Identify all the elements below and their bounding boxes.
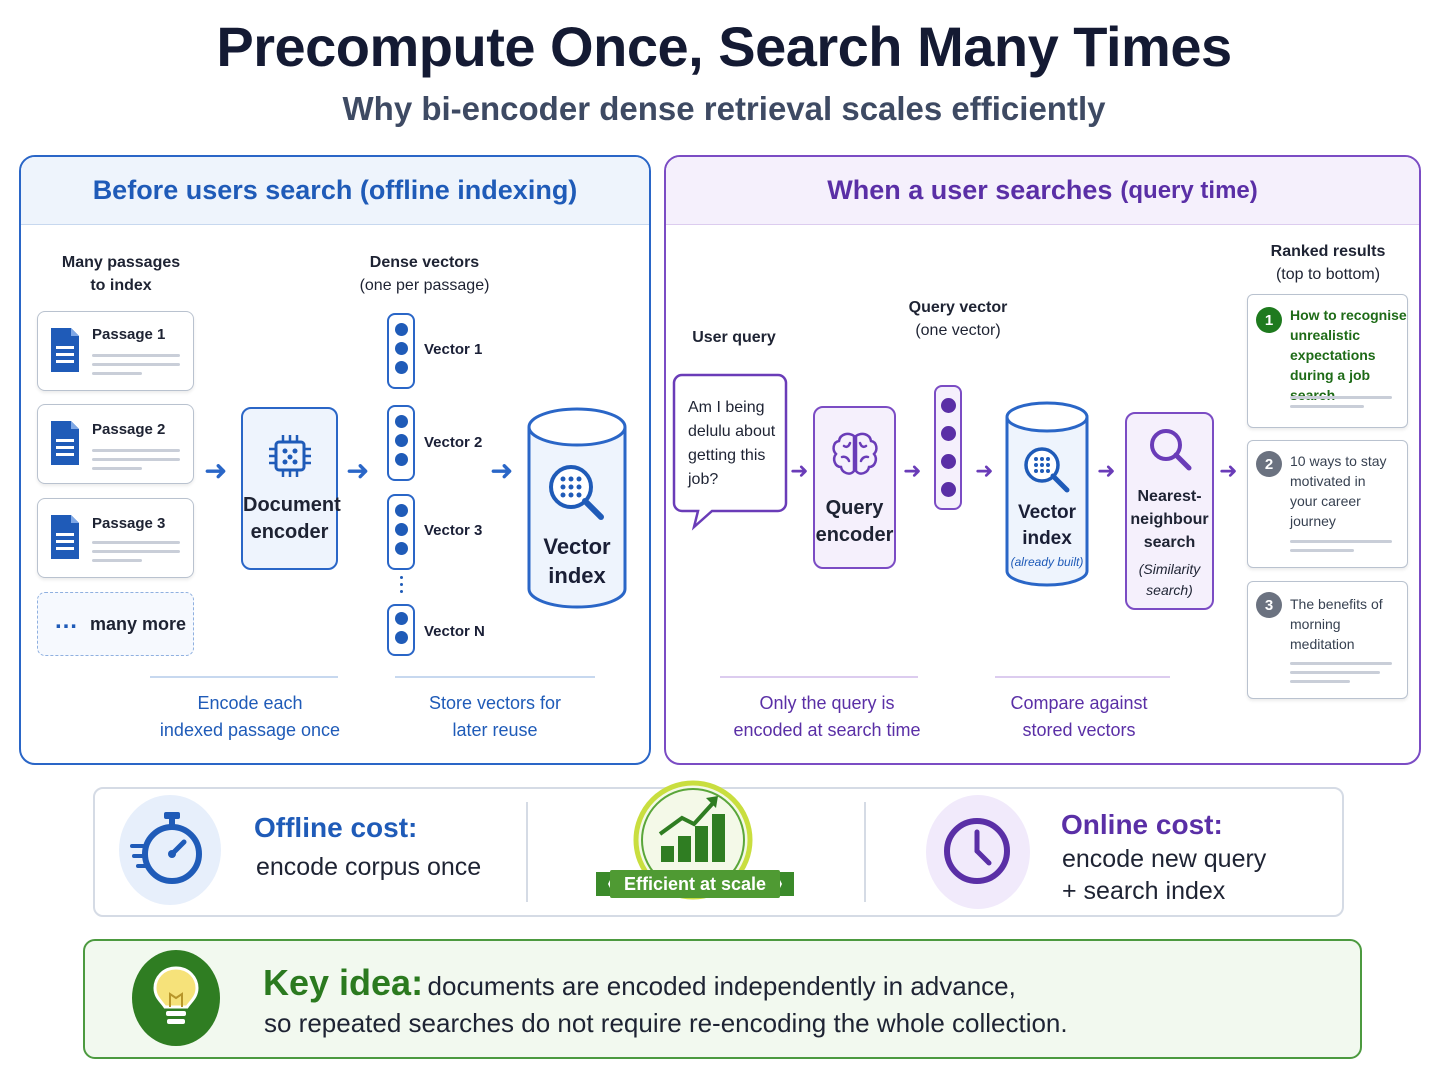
passages-label: Many passages to index	[61, 254, 181, 294]
arrow-right-icon: ➜	[204, 455, 228, 486]
online-cost-title: Online cost:	[1061, 809, 1223, 840]
brain-icon	[831, 432, 878, 475]
ranked-results-label: Ranked results (top to bottom)	[1270, 243, 1386, 283]
vector-index-cylinder	[527, 407, 627, 609]
database-search-icon	[549, 465, 604, 520]
vector-pill	[387, 313, 415, 389]
passage-title: Passage 2	[92, 421, 166, 438]
result-title: The benefits of morning meditation	[1290, 596, 1383, 652]
arrow-right-icon: ➜	[1219, 458, 1238, 483]
arrow-right-icon: ➜	[790, 458, 809, 483]
user-query-label: User query	[692, 329, 776, 346]
stopwatch-icon	[130, 812, 202, 884]
document-icon	[51, 421, 79, 465]
rank-badge: 2	[1256, 451, 1282, 477]
key-idea-line-1: Key idea: documents are encoded independ…	[263, 962, 1016, 1003]
key-idea-panel	[83, 939, 1362, 1059]
result-card-3: 3 The benefits of morning meditation	[1247, 581, 1408, 699]
offline-heading: Before users search (offline indexing)	[21, 157, 649, 225]
passage-card-3: Passage 3	[37, 498, 194, 578]
vector-label: Vector 3	[424, 522, 483, 539]
nearest-neighbour-node: Nearest- neighbour search (Similarity se…	[1125, 412, 1214, 610]
arrow-right-icon: ➜	[1097, 458, 1116, 483]
vector-label: Vector 1	[424, 341, 483, 358]
bar-chart-icon	[661, 814, 725, 862]
vector-pill	[387, 604, 415, 656]
lightbulb-icon	[153, 966, 199, 1024]
divider	[864, 802, 866, 902]
user-query-text: Am I being delulu about getting this job…	[688, 399, 776, 488]
divider	[995, 676, 1170, 678]
divider	[150, 676, 338, 678]
arrow-right-icon: ➜	[490, 455, 514, 486]
efficient-badge	[596, 780, 794, 900]
online-caption-compare: Compare against stored vectors	[1010, 693, 1148, 740]
offline-caption-store: Store vectors for later reuse	[428, 693, 562, 740]
passage-card-2: Passage 2	[37, 404, 194, 484]
vector-index-label: Vector index	[543, 534, 611, 588]
arrow-right-icon: ➜	[903, 458, 922, 483]
divider	[720, 676, 918, 678]
arrow-right-icon: ➜	[346, 455, 370, 486]
vector-index-cylinder	[1005, 401, 1089, 587]
offline-cost-text: encode corpus once	[256, 853, 482, 881]
many-more-card: … many more	[37, 592, 194, 656]
vector-label: Vector N	[424, 623, 485, 640]
divider	[395, 676, 595, 678]
offline-cost-title: Offline cost:	[254, 812, 418, 843]
page-title: Precompute Once, Search Many Times	[216, 15, 1232, 78]
online-caption-query: Only the query is encoded at search time	[733, 693, 921, 740]
key-idea-head: Key idea:	[263, 962, 424, 1003]
rank-badge: 3	[1256, 592, 1282, 618]
vertical-ellipsis	[398, 576, 404, 593]
result-card-2: 2 10 ways to stay motivated in your care…	[1247, 440, 1408, 568]
more-dots: …	[54, 607, 80, 634]
query-vector-pill	[934, 385, 962, 510]
passage-title: Passage 3	[92, 515, 166, 532]
efficient-badge-label: Efficient at scale	[623, 874, 767, 894]
passage-title: Passage 1	[92, 326, 166, 343]
rank-badge: 1	[1256, 307, 1282, 333]
result-title: 10 ways to stay motivated in your career…	[1290, 453, 1387, 529]
document-icon	[51, 328, 79, 372]
chip-icon	[268, 435, 311, 477]
document-encoder-node: Document encoder	[241, 407, 341, 570]
vector-pill	[387, 494, 415, 570]
magnifier-icon	[1149, 429, 1191, 471]
query-vector-label: Query vector (one vector)	[908, 299, 1008, 339]
query-encoder-node: Query encoder	[813, 406, 896, 569]
online-cost-text-1: encode new query	[1062, 845, 1267, 873]
vector-label: Vector 2	[424, 434, 483, 451]
database-search-icon	[1024, 447, 1070, 493]
clock-icon	[944, 818, 1010, 884]
result-title: How to recognise unrealistic expectation…	[1290, 307, 1407, 403]
document-icon	[51, 515, 79, 559]
key-idea-line-2: so repeated searches do not require re-e…	[264, 1008, 1068, 1038]
online-cost-text-2: + search index	[1062, 877, 1226, 905]
page-subtitle: Why bi-encoder dense retrieval scales ef…	[342, 90, 1106, 127]
divider	[526, 802, 528, 902]
dense-vectors-label: Dense vectors (one per passage)	[359, 254, 490, 294]
speech-bubble	[672, 373, 788, 531]
online-heading: When a user searches (query time)	[666, 157, 1419, 225]
many-more-label: many more	[90, 614, 187, 634]
online-vector-index-label: Vector index (already built)	[1010, 502, 1084, 569]
vector-pill	[387, 405, 415, 481]
passage-card-1: Passage 1	[37, 311, 194, 391]
offline-caption-encode: Encode each indexed passage once	[159, 693, 341, 740]
arrow-right-icon: ➜	[975, 458, 994, 483]
result-card-1: 1 How to recognise unrealistic expectati…	[1247, 294, 1408, 428]
